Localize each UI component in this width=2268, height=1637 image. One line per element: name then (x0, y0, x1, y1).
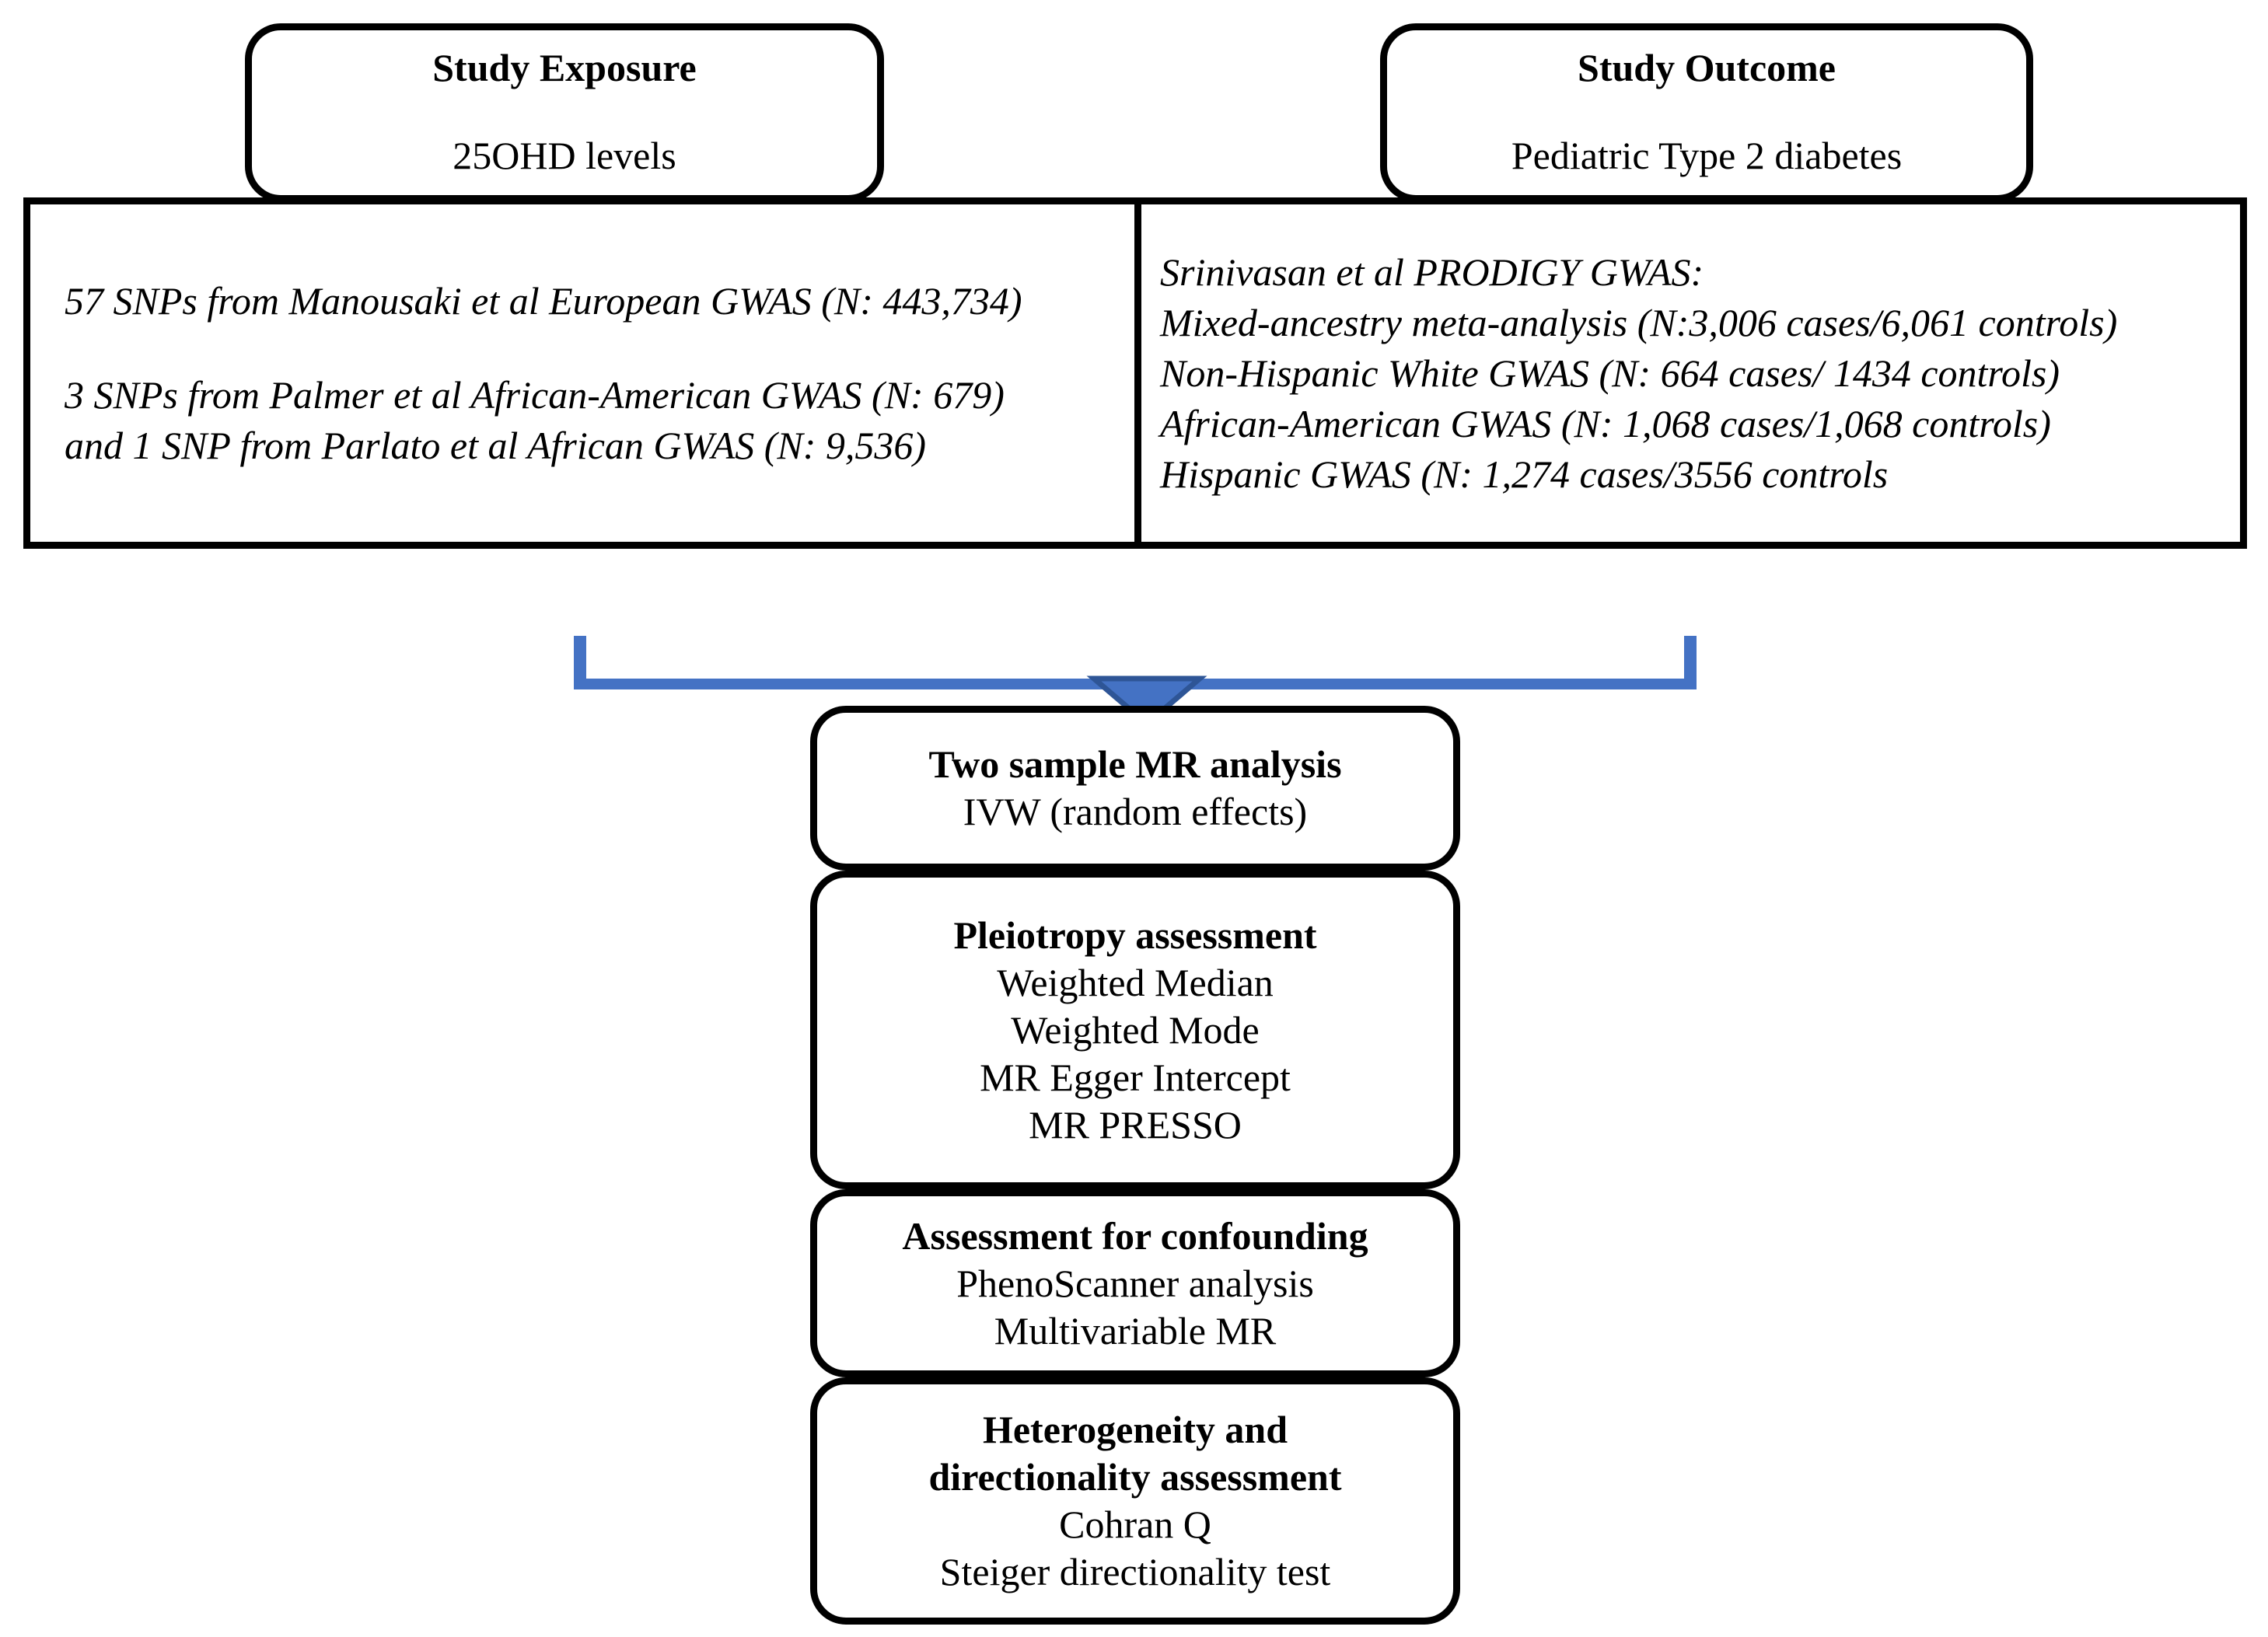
blue-bracket-connector-arrow (574, 636, 1697, 728)
analysis-step-item: PhenoScanner analysis (956, 1261, 1314, 1305)
analysis-step-title-line-2: directionality assessment (928, 1455, 1342, 1499)
analysis-step-title: Assessment for confounding (902, 1213, 1368, 1258)
study-outcome-subtitle: Pediatric Type 2 diabetes (1511, 133, 1903, 177)
analysis-step-title-line-1: Heterogeneity and (982, 1408, 1288, 1451)
study-outcome-title: Study Outcome (1578, 46, 1836, 89)
analysis-step-item: MR Egger Intercept (980, 1055, 1291, 1099)
source-data-panel: 57 SNPs from Manousaki et al European GW… (23, 197, 2247, 549)
analysis-step-item: Cohran Q (1059, 1503, 1211, 1546)
analysis-step-heterogeneity-directionality: Heterogeneity and directionality assessm… (810, 1377, 1460, 1625)
bracket-left-arm (574, 636, 586, 687)
exposure-detail-line-3: and 1 SNP from Parlato et al African GWA… (65, 423, 927, 467)
analysis-step-item: MR PRESSO (1029, 1102, 1242, 1147)
outcome-detail-line-3: Non-Hispanic White GWAS (N: 664 cases/ 1… (1160, 351, 2060, 395)
study-exposure-subtitle: 25OHD levels (453, 133, 676, 177)
study-exposure-header-box: Study Exposure 25OHD levels (245, 23, 884, 202)
analysis-step-title: Two sample MR analysis (928, 742, 1342, 786)
study-outcome-header-box: Study Outcome Pediatric Type 2 diabetes (1380, 23, 2033, 202)
bracket-right-arm (1684, 636, 1697, 687)
outcome-detail-line-4: African-American GWAS (N: 1,068 cases/1,… (1160, 401, 2051, 445)
exposure-detail-column: 57 SNPs from Manousaki et al European GW… (30, 204, 1134, 542)
analysis-step-two-sample-mr: Two sample MR analysis IVW (random effec… (810, 706, 1460, 871)
outcome-detail-line-5: Hispanic GWAS (N: 1,274 cases/3556 contr… (1160, 452, 1889, 496)
analysis-step-item: IVW (random effects) (963, 790, 1308, 833)
analysis-step-item: Steiger directionality test (939, 1550, 1331, 1593)
analysis-step-assessment-for-confounding: Assessment for confounding PhenoScanner … (810, 1189, 1460, 1377)
outcome-detail-line-1: Srinivasan et al PRODIGY GWAS: (1160, 250, 1704, 294)
analysis-step-title: Pleiotropy assessment (953, 913, 1317, 957)
study-exposure-title: Study Exposure (432, 46, 697, 89)
analysis-step-item: Weighted Median (997, 960, 1274, 1004)
outcome-detail-column: Srinivasan et al PRODIGY GWAS: Mixed-anc… (1134, 204, 2240, 542)
exposure-detail-line-1: 57 SNPs from Manousaki et al European GW… (65, 278, 1022, 323)
outcome-detail-line-2: Mixed-ancestry meta-analysis (N:3,006 ca… (1160, 300, 2118, 344)
analysis-step-pleiotropy-assessment: Pleiotropy assessment Weighted Median We… (810, 871, 1460, 1189)
analysis-step-item: Weighted Mode (1011, 1007, 1260, 1052)
bracket-arrowhead (1086, 675, 1207, 728)
exposure-detail-line-2: 3 SNPs from Palmer et al African-America… (65, 372, 1005, 417)
analysis-step-item: Multivariable MR (994, 1308, 1277, 1353)
